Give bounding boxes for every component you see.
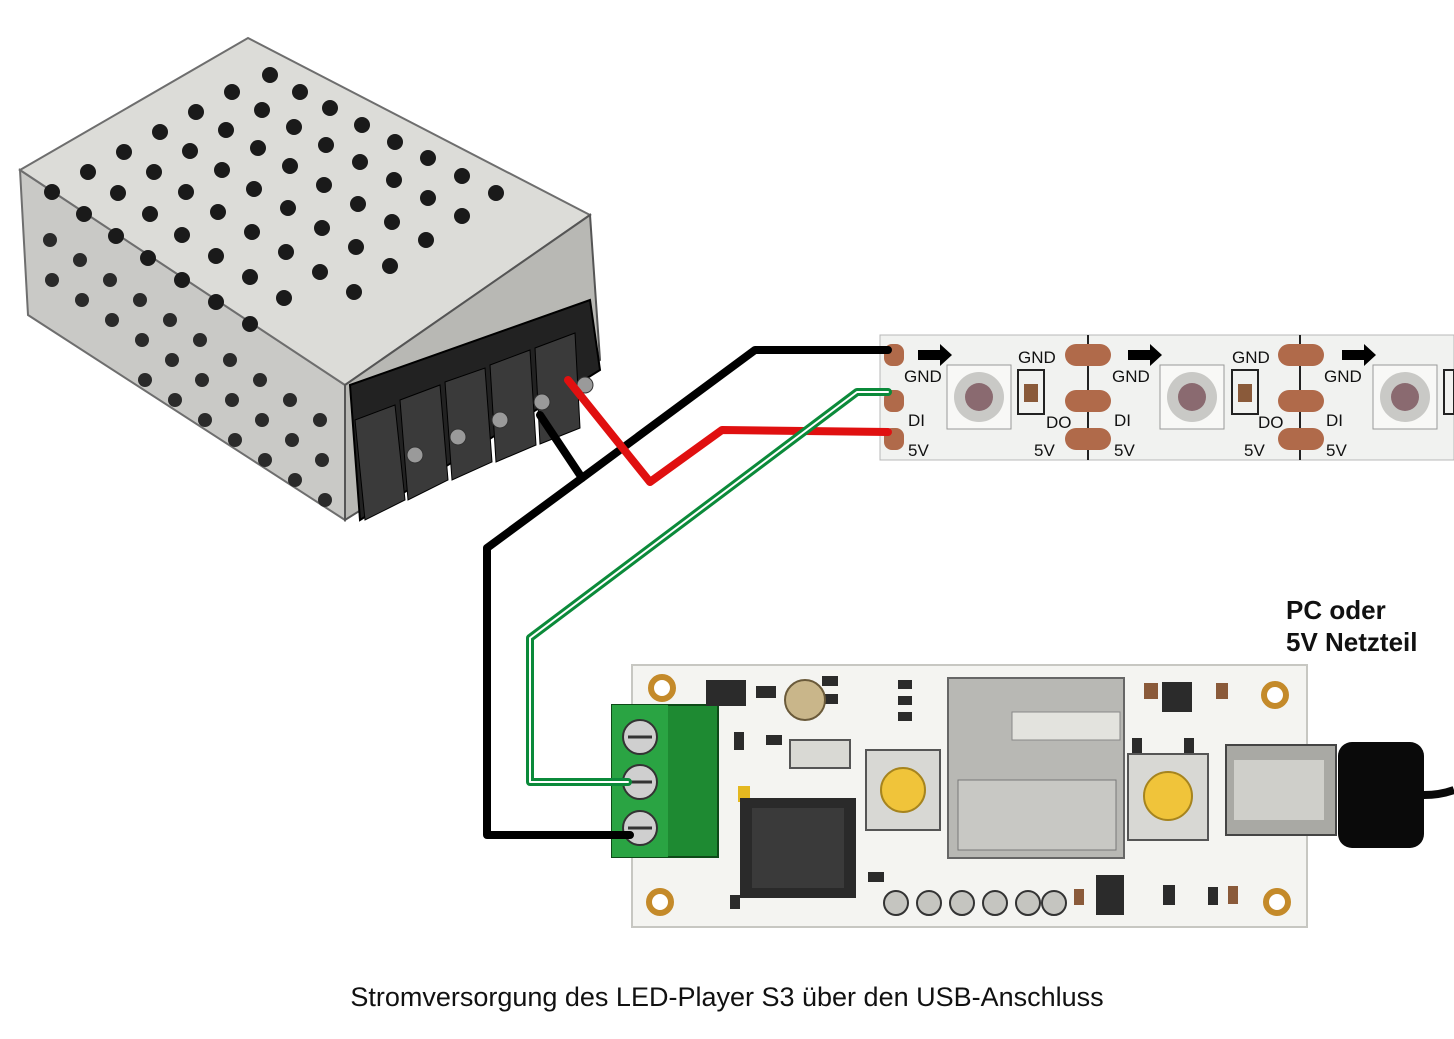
strip-do-label: DO (1046, 413, 1072, 432)
strip-gnd-out-label: GND (1018, 348, 1056, 367)
led-strip: GND DI 5V GND DO 5V GND DI 5V GND DO 5V … (879, 334, 1454, 461)
strip-gnd-label: GND (904, 367, 942, 386)
strip-gnd-label: GND (1112, 367, 1150, 386)
usb-label-line1: PC oder (1286, 595, 1386, 625)
usb-plug (1338, 742, 1454, 848)
strip-5v-out-label: 5V (1034, 441, 1055, 460)
push-button (865, 749, 941, 831)
strip-gnd-label: GND (1324, 367, 1362, 386)
strip-di-label: DI (1326, 411, 1343, 430)
sd-card-slot (947, 677, 1125, 859)
wire-black-gnd-board (483, 474, 634, 839)
push-button (1127, 753, 1209, 841)
strip-5v-label: 5V (908, 441, 929, 460)
strip-5v-out-label: 5V (1244, 441, 1265, 460)
pin-header (883, 890, 1067, 916)
power-supply (18, 36, 602, 522)
usb-power-label: PC oder 5V Netzteil (1286, 594, 1418, 658)
usb-socket (1225, 744, 1337, 836)
strip-di-label: DI (908, 411, 925, 430)
microcontroller-chip (740, 798, 856, 898)
wire-black-gnd (536, 346, 892, 482)
wires (483, 346, 892, 839)
strip-5v-label: 5V (1114, 441, 1135, 460)
wire-red-5v (564, 376, 892, 486)
strip-do-label: DO (1258, 413, 1284, 432)
strip-5v-label: 5V (1326, 441, 1347, 460)
strip-gnd-out-label: GND (1232, 348, 1270, 367)
usb-label-line2: 5V Netzteil (1286, 627, 1418, 657)
strip-di-label: DI (1114, 411, 1131, 430)
figure-caption: Stromversorgung des LED-Player S3 über d… (350, 982, 1104, 1012)
led-player-board (611, 664, 1337, 928)
